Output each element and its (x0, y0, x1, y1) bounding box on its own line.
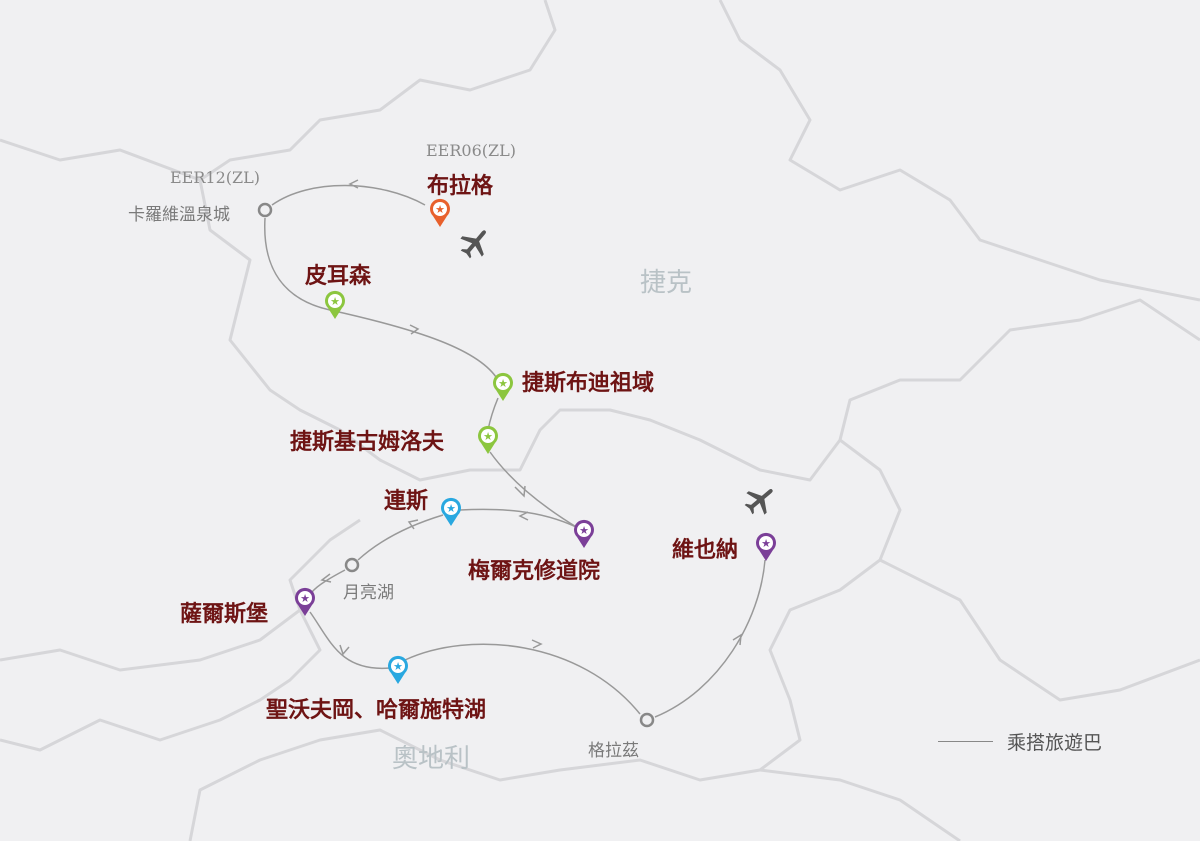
pin-melk: ★ (574, 519, 594, 548)
legend: 乘搭旅遊巴 (938, 728, 1102, 755)
svg-text:★: ★ (435, 203, 445, 216)
svg-text:★: ★ (446, 502, 456, 515)
label-plzen: 皮耳森 (305, 263, 372, 289)
label-prague: 布拉格 (427, 173, 494, 199)
svg-text:★: ★ (330, 295, 340, 308)
svg-text:★: ★ (393, 660, 403, 673)
svg-text:★: ★ (300, 592, 310, 605)
pin-ceske-budejovice: ★ (493, 372, 513, 401)
waypoint-graz (639, 712, 655, 728)
pin-salzburg: ★ (295, 587, 315, 616)
country-label-austria: 奧地利 (392, 744, 471, 774)
airplane-icon-vienna (744, 489, 773, 515)
bus-route (264, 179, 766, 718)
pin-linz: ★ (441, 497, 461, 526)
label-st-wolfgang: 聖沃夫岡、哈爾施特湖 (266, 697, 487, 723)
svg-text:★: ★ (483, 430, 493, 443)
label-linz: 連斯 (384, 488, 429, 514)
pin-plzen: ★ (325, 290, 345, 319)
svg-text:★: ★ (761, 537, 771, 550)
code-karlovy: EER12(ZL) (170, 168, 260, 187)
waypoint-karlovy-vary (257, 202, 273, 218)
label-vienna: 維也納 (672, 537, 739, 563)
label-karlovy-vary: 卡羅維溫泉城 (128, 205, 230, 225)
label-cesky-krumlov: 捷斯基古姆洛夫 (290, 429, 445, 455)
airplane-icon-prague (460, 230, 486, 259)
pin-st-wolfgang: ★ (388, 655, 408, 684)
pin-vienna: ★ (756, 532, 776, 561)
label-graz: 格拉茲 (588, 741, 639, 761)
label-melk: 梅爾克修道院 (468, 558, 601, 584)
legend-line-swatch (938, 741, 993, 742)
label-mondsee: 月亮湖 (343, 583, 394, 603)
svg-text:★: ★ (579, 524, 589, 537)
svg-text:★: ★ (498, 377, 508, 390)
label-ceske-budejovice: 捷斯布迪祖域 (522, 370, 655, 396)
legend-bus-label: 乘搭旅遊巴 (1007, 732, 1103, 754)
country-label-czech: 捷克 (640, 268, 693, 298)
waypoint-mondsee (344, 557, 360, 573)
pin-prague: ★ (430, 198, 450, 227)
label-salzburg: 薩爾斯堡 (180, 601, 269, 627)
pin-cesky-krumlov: ★ (478, 425, 498, 454)
code-prague: EER06(ZL) (426, 141, 516, 160)
